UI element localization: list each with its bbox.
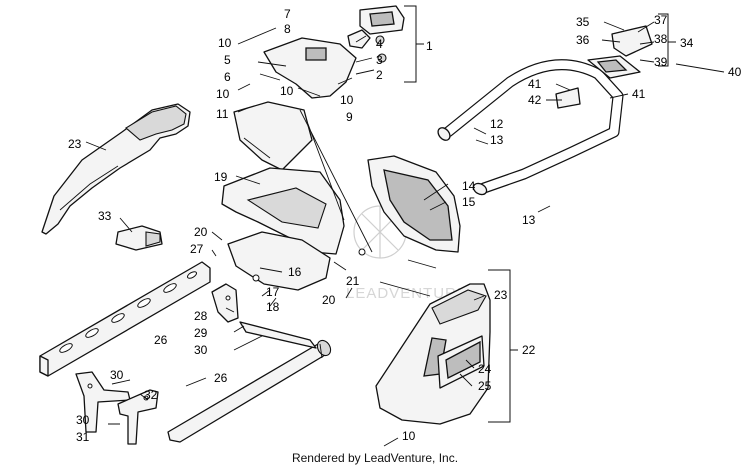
- callout-19: 19: [214, 170, 228, 184]
- callout-2: 2: [376, 68, 383, 82]
- callout-1: 1: [426, 39, 433, 53]
- callout-4: 4: [376, 37, 383, 51]
- callout-41-a: 41: [528, 77, 542, 91]
- part-31-bracket: [75, 371, 159, 445]
- part-26-upper-rail: [39, 261, 211, 377]
- callout-22: 22: [522, 343, 536, 357]
- callout-25: 25: [478, 379, 492, 393]
- callout-26-b: 26: [214, 371, 228, 385]
- callout-3: 3: [376, 53, 383, 67]
- callout-23-a: 23: [68, 137, 82, 151]
- callout-37: 37: [654, 13, 668, 27]
- part-26-lower-tube: [167, 339, 332, 443]
- callout-8: 8: [284, 22, 291, 36]
- part-33-plate: [115, 225, 163, 251]
- callout-6: 6: [224, 70, 231, 84]
- callout-34: 34: [680, 36, 694, 50]
- assembly-brackets: [404, 5, 676, 423]
- callout-7: 7: [284, 7, 291, 21]
- callout-38: 38: [654, 32, 668, 46]
- callout-12: 12: [490, 117, 504, 131]
- part-16-cover: [227, 231, 366, 291]
- callout-36: 36: [576, 33, 590, 47]
- callout-40: 40: [728, 65, 742, 79]
- callout-10-e: 10: [402, 429, 416, 443]
- callout-27: 27: [190, 242, 204, 256]
- callout-5: 5: [224, 53, 231, 67]
- part-1-headlight-assembly: [263, 5, 405, 99]
- callout-23-b: 23: [494, 288, 508, 302]
- callout-10-a: 10: [218, 36, 232, 50]
- footer-credit: Rendered by LeadVenture, Inc.: [291, 451, 459, 465]
- callout-39: 39: [654, 55, 668, 69]
- callout-10-b: 10: [216, 87, 230, 101]
- callout-16: 16: [288, 265, 302, 279]
- callout-41-b: 41: [632, 87, 646, 101]
- callout-29: 29: [194, 326, 208, 340]
- callout-24: 24: [478, 362, 492, 376]
- callout-11: 11: [216, 107, 229, 121]
- callout-21: 21: [346, 274, 360, 288]
- part-23-left-side-panel: [41, 103, 191, 235]
- callout-26-a: 26: [154, 333, 168, 347]
- callout-32: 32: [144, 388, 158, 402]
- callout-13-b: 13: [522, 213, 536, 227]
- callout-35: 35: [576, 15, 590, 29]
- callout-13-a: 13: [490, 133, 504, 147]
- callout-14: 14: [462, 179, 476, 193]
- part-19-housing: [221, 167, 345, 255]
- callout-10-c: 10: [280, 84, 294, 98]
- callout-17: 17: [266, 285, 280, 299]
- callout-30-a: 30: [194, 343, 208, 357]
- callout-10-d: 10: [340, 93, 354, 107]
- watermark-text: LEADVENTURE: [346, 285, 468, 302]
- part-11-bracket: [233, 101, 313, 171]
- callout-30-b: 30: [110, 368, 124, 382]
- callout-9: 9: [346, 110, 353, 124]
- callout-33: 33: [98, 209, 112, 223]
- callout-20-b: 20: [322, 293, 336, 307]
- callout-20-a: 20: [194, 225, 208, 239]
- part-15-windshield: [367, 155, 461, 253]
- callout-31: 31: [76, 430, 90, 444]
- callout-labels: 1 2 3 4 5 6 7 8 9 10 10 10 10 10 11 12 1…: [68, 7, 742, 444]
- callout-15: 15: [462, 195, 476, 209]
- callout-18: 18: [266, 300, 280, 314]
- callout-42: 42: [528, 93, 542, 107]
- part-12-grab-bar: [437, 59, 624, 196]
- part-34-latch-assembly: [555, 25, 725, 109]
- leader-lines: [85, 21, 655, 447]
- callout-30-c: 30: [76, 413, 90, 427]
- part-22-right-side-panel: [375, 283, 491, 425]
- callout-28: 28: [194, 309, 208, 323]
- part-28-29-brackets: [211, 283, 317, 349]
